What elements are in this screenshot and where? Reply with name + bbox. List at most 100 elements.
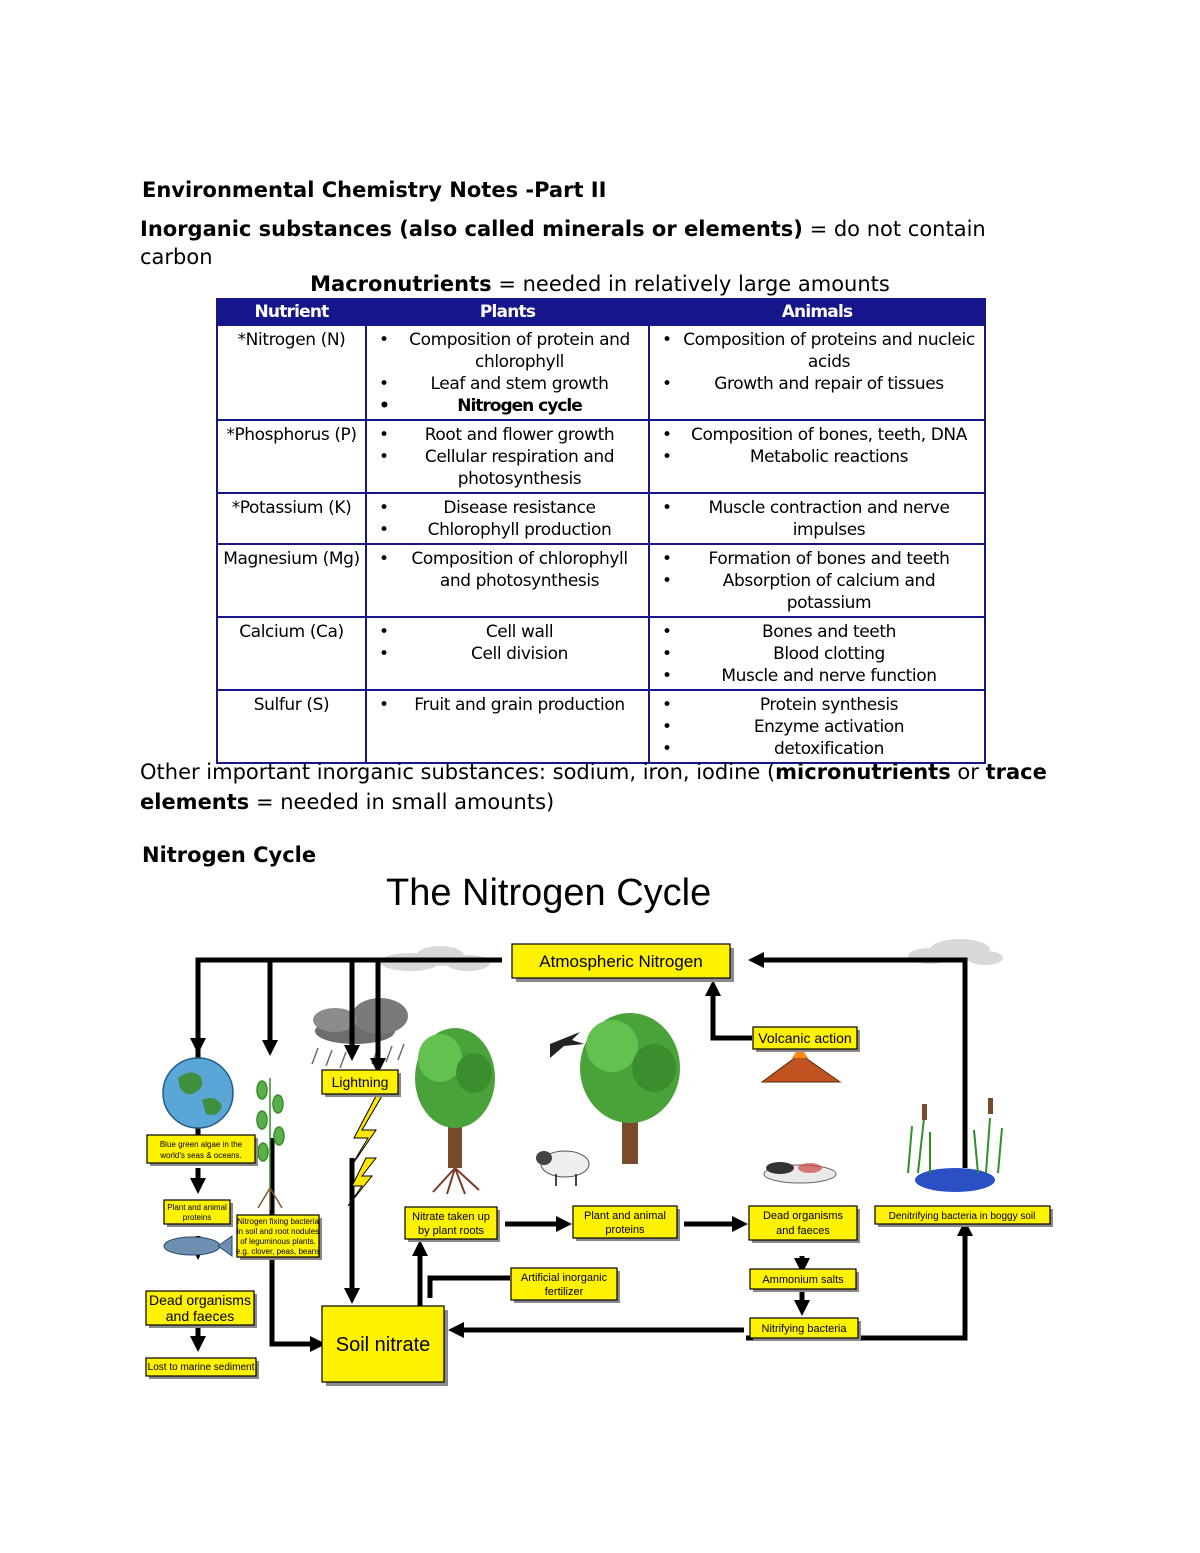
- table-row: Sulfur (S) Fruit and grain production Pr…: [216, 689, 986, 764]
- list-item: Formation of bones and teeth: [654, 548, 980, 570]
- table-row: *Nitrogen (N) Composition of protein and…: [216, 324, 986, 421]
- list-item: Enzyme activation: [654, 716, 980, 738]
- denitrifying-bacteria-label: Denitrifying bacteria in boggy soil: [889, 1211, 1036, 1222]
- nutrient-cell: *Phosphorus (P): [216, 419, 367, 494]
- nitrifying-bacteria-box: Nitrifying bacteria: [749, 1317, 861, 1341]
- plant-animal-proteins-small-box: Plant and animal proteins: [163, 1199, 233, 1227]
- dead-organisms-left-box: Dead organisms and faeces: [145, 1290, 257, 1328]
- globe-icon: [162, 1057, 234, 1129]
- list-item: Nitrogen cycle: [371, 395, 644, 417]
- lost-to-marine-box: Lost to marine sediment: [145, 1357, 259, 1379]
- intro-paragraph: Inorganic substances (also called minera…: [140, 215, 1040, 271]
- nitrogen-cycle-diagram: The Nitrogen Cycle: [140, 868, 1055, 1392]
- list-item: Muscle and nerve function: [654, 665, 980, 687]
- other-text: or: [950, 760, 986, 784]
- nutrient-cell: *Nitrogen (N): [216, 324, 367, 421]
- dead-organisms-right-box: Dead organisms and faeces: [748, 1205, 860, 1243]
- dead-organisms-left-line-1: Dead organisms: [149, 1292, 251, 1308]
- list-item: Composition of proteins and nucleic acid…: [654, 329, 980, 373]
- nitrogen-fixing-bacteria-box: Nitrogen fixing bacteria in soil and roo…: [236, 1214, 322, 1260]
- micronutrients-term: micronutrients: [775, 760, 951, 784]
- table-header-row: Nutrient Plants Animals: [216, 298, 986, 326]
- list-item: Cell wall: [371, 621, 644, 643]
- header-animals: Animals: [648, 298, 986, 326]
- legume-plant-icon: [256, 1078, 285, 1210]
- intro-bold-term: Inorganic substances (also called minera…: [140, 217, 803, 241]
- lightning-label: Lightning: [332, 1074, 389, 1090]
- macronutrients-heading: Macronutrients = needed in relatively la…: [0, 272, 1200, 296]
- nitrate-taken-up-box: Nitrate taken up by plant roots: [404, 1206, 500, 1242]
- other-text: Other important inorganic substances: so…: [140, 760, 776, 784]
- tree-icon: [580, 1013, 680, 1164]
- soil-nitrate-label: Soil nitrate: [336, 1334, 431, 1356]
- other-text: = needed in small amounts): [249, 790, 555, 814]
- plants-cell: Fruit and grain production: [365, 689, 650, 764]
- list-item: Growth and repair of tissues: [654, 373, 980, 395]
- table-row: Calcium (Ca) Cell wall Cell division Bon…: [216, 616, 986, 691]
- animals-cell: Bones and teeth Blood clotting Muscle an…: [648, 616, 986, 691]
- plant-animal-proteins-box: Plant and animal proteins: [572, 1205, 680, 1241]
- fixing-bacteria-label-line: of leguminous plants.: [240, 1237, 316, 1246]
- animals-cell: Composition of proteins and nucleic acid…: [648, 324, 986, 421]
- nitrate-taken-up-line-2: by plant roots: [418, 1225, 485, 1237]
- diagram-title: The Nitrogen Cycle: [386, 872, 711, 914]
- table-row: *Phosphorus (P) Root and flower growth C…: [216, 419, 986, 494]
- lightning-box: Lightning: [321, 1069, 401, 1097]
- micronutrients-paragraph: Other important inorganic substances: so…: [140, 757, 1070, 817]
- trace-elements-term: trace elements: [140, 760, 1047, 814]
- list-item: detoxification: [654, 738, 980, 760]
- plants-cell: Root and flower growth Cellular respirat…: [365, 419, 650, 494]
- lost-to-marine-label: Lost to marine sediment: [148, 1362, 255, 1373]
- pond-reeds-icon: [907, 1098, 1003, 1192]
- plants-cell: Composition of protein and chlorophyll L…: [365, 324, 650, 421]
- arrow: [747, 951, 968, 1168]
- list-item: Leaf and stem growth: [371, 373, 644, 395]
- fixing-bacteria-label-line: Nitrogen fixing bacteria: [237, 1217, 319, 1226]
- animals-cell: Composition of bones, teeth, DNA Metabol…: [648, 419, 986, 494]
- fertilizer-label-line-2: fertilizer: [545, 1286, 584, 1298]
- list-item: Cell division: [371, 643, 644, 665]
- nutrient-cell: Calcium (Ca): [216, 616, 367, 691]
- list-item: Chlorophyll production: [371, 519, 644, 541]
- plants-cell: Disease resistance Chlorophyll productio…: [365, 492, 650, 545]
- nutrient-cell: Magnesium (Mg): [216, 543, 367, 618]
- dead-animal-icon: [763, 1162, 837, 1184]
- bird-icon: [550, 1032, 584, 1058]
- nutrients-table: Nutrient Plants Animals *Nitrogen (N) Co…: [216, 298, 986, 764]
- list-item: Root and flower growth: [371, 424, 644, 446]
- nitrogen-cycle-heading: Nitrogen Cycle: [142, 843, 317, 867]
- algae-label-line-1: Blue green algae in the: [160, 1140, 243, 1149]
- list-item: Muscle contraction and nerve impulses: [654, 497, 980, 541]
- volcanic-action-box: Volcanic action: [752, 1026, 860, 1052]
- fixing-bacteria-label-line: e.g. clover, peas, beans: [236, 1247, 321, 1256]
- intro-definition: = do not contain carbon: [140, 217, 986, 269]
- proteins-small-label-line-2: proteins: [183, 1213, 211, 1222]
- sheep-icon: [536, 1150, 590, 1186]
- list-item: Metabolic reactions: [654, 446, 980, 468]
- document-title: Environmental Chemistry Notes -Part II: [142, 178, 607, 202]
- nitrogen-cycle-svg: The Nitrogen Cycle: [145, 872, 1053, 1386]
- fixing-bacteria-label-line: in soil and root nodules: [237, 1227, 319, 1236]
- animals-cell: Formation of bones and teeth Absorption …: [648, 543, 986, 618]
- list-item: Cellular respiration and photosynthesis: [371, 446, 644, 490]
- lightning-bolt-icon: [347, 1095, 383, 1207]
- arrow: [269, 1138, 327, 1353]
- animals-cell: Muscle contraction and nerve impulses: [648, 492, 986, 545]
- ammonium-salts-label: Ammonium salts: [762, 1274, 844, 1286]
- header-plants: Plants: [365, 298, 650, 326]
- header-nutrient: Nutrient: [216, 298, 367, 326]
- storm-cloud-icon: [311, 998, 408, 1069]
- list-item: Composition of chlorophyll and photosynt…: [371, 548, 644, 592]
- proteins-label-line-2: proteins: [605, 1224, 645, 1236]
- list-item: Absorption of calcium and potassium: [654, 570, 980, 614]
- dead-organisms-left-line-2: and faeces: [166, 1308, 235, 1324]
- macronutrients-term: Macronutrients: [310, 272, 492, 296]
- plants-cell: Composition of chlorophyll and photosynt…: [365, 543, 650, 618]
- atmospheric-nitrogen-label: Atmospheric Nitrogen: [539, 952, 702, 971]
- list-item: Bones and teeth: [654, 621, 980, 643]
- algae-label-line-2: world's seas & oceans.: [159, 1151, 242, 1160]
- nitrifying-bacteria-label: Nitrifying bacteria: [762, 1323, 848, 1335]
- ammonium-salts-box: Ammonium salts: [749, 1268, 859, 1292]
- proteins-label-line-1: Plant and animal: [584, 1210, 666, 1222]
